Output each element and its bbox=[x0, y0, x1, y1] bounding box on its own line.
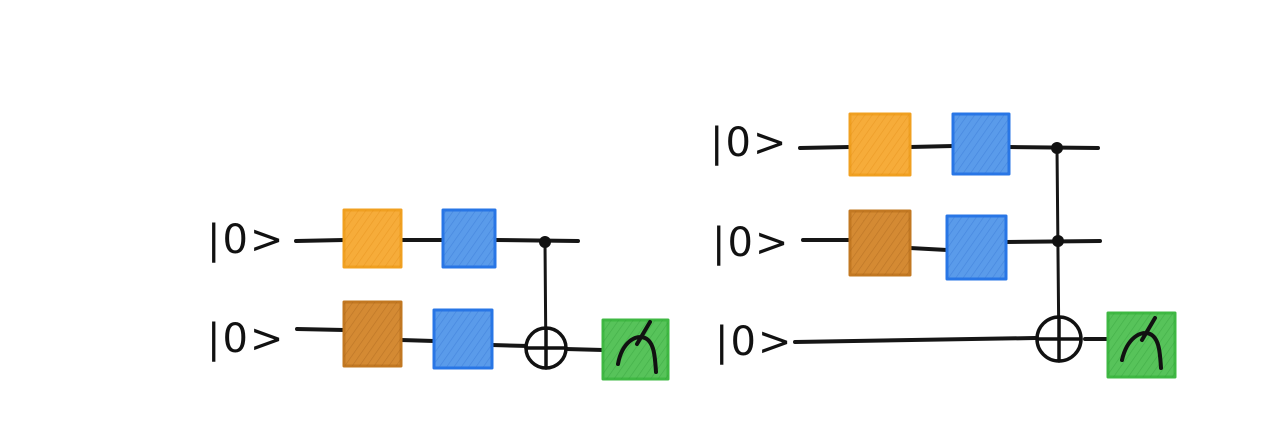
qubit-label: |0> bbox=[715, 319, 793, 365]
qubit-wire bbox=[793, 336, 1110, 344]
measure-icon bbox=[601, 318, 670, 381]
gate-hatch bbox=[344, 210, 401, 267]
qubit-wire bbox=[295, 327, 605, 352]
cnot-target-icon bbox=[524, 326, 568, 370]
qubit-label: |0> bbox=[710, 120, 788, 166]
circuit-right: |0> |0> |0> bbox=[710, 112, 1177, 379]
qubit-label: |0> bbox=[207, 316, 285, 362]
gate-hatch bbox=[953, 114, 1009, 174]
circuit-left: |0> |0> bbox=[207, 208, 670, 381]
gate-hatch bbox=[443, 210, 495, 267]
control-dot-icon bbox=[1052, 235, 1064, 247]
gate-hatch bbox=[947, 216, 1006, 279]
gate-hatch bbox=[850, 114, 910, 175]
control-dot-icon bbox=[539, 236, 551, 248]
measure-icon bbox=[1106, 311, 1177, 379]
qubit-wire bbox=[294, 238, 580, 243]
gate-hatch bbox=[434, 310, 492, 368]
qubit-label: |0> bbox=[712, 220, 790, 266]
cnot-target-icon bbox=[1035, 315, 1083, 363]
control-dot-icon bbox=[1051, 142, 1063, 154]
gate-hatch bbox=[344, 302, 401, 366]
qubit-label: |0> bbox=[207, 217, 285, 263]
gate-hatch bbox=[850, 211, 910, 275]
